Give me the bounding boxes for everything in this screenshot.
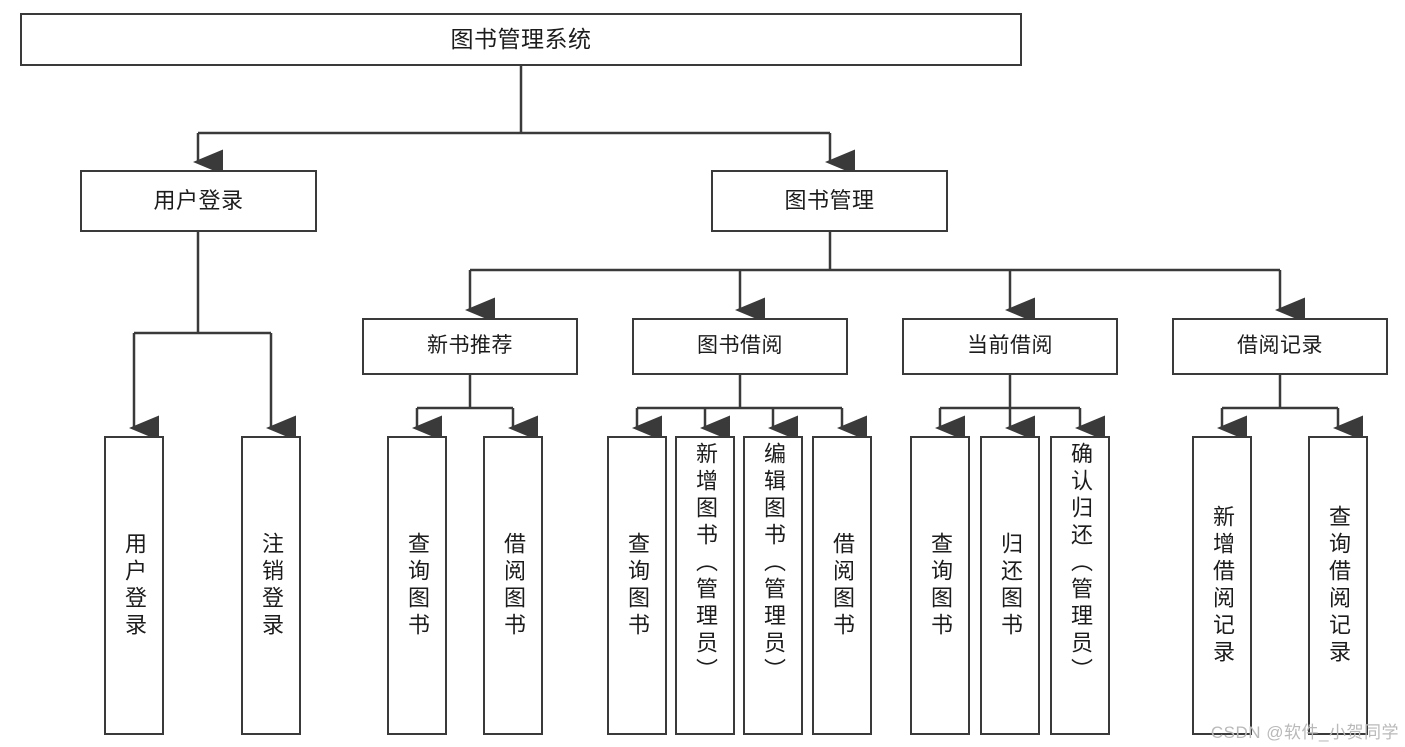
node-leaf-query-book-bb[interactable]: 查询图书 <box>607 436 667 735</box>
node-label: 借阅图书 <box>501 531 526 640</box>
node-leaf-edit-book-admin[interactable]: 编辑图书（管理员） <box>743 436 803 735</box>
node-label: 用户登录 <box>153 188 244 214</box>
node-label: 查询图书 <box>928 531 953 640</box>
node-label: 图书借阅 <box>697 334 783 358</box>
node-leaf-query-book-cb[interactable]: 查询图书 <box>910 436 970 735</box>
node-label: 新增借阅记录 <box>1210 504 1235 667</box>
node-label: 注销登录 <box>259 531 284 640</box>
node-leaf-confirm-return-admin[interactable]: 确认归还（管理员） <box>1050 436 1110 735</box>
node-label: 当前借阅 <box>967 334 1053 358</box>
node-book-management[interactable]: 图书管理 <box>711 170 948 232</box>
node-leaf-query-borrow-record[interactable]: 查询借阅记录 <box>1308 436 1368 735</box>
node-label: 查询图书 <box>405 531 430 640</box>
node-label: 图书管理系统 <box>450 25 592 52</box>
node-leaf-logout[interactable]: 注销登录 <box>241 436 301 735</box>
node-label: 新增图书（管理员） <box>693 442 718 685</box>
node-label: 新书推荐 <box>427 334 513 358</box>
node-leaf-add-book-admin[interactable]: 新增图书（管理员） <box>675 436 735 735</box>
node-label: 借阅图书 <box>830 531 855 640</box>
node-label: 用户登录 <box>122 531 147 640</box>
node-label: 确认归还（管理员） <box>1068 442 1093 685</box>
node-label: 查询图书 <box>625 531 650 640</box>
node-leaf-return-book[interactable]: 归还图书 <box>980 436 1040 735</box>
node-new-book-recommendation[interactable]: 新书推荐 <box>362 318 578 375</box>
node-current-borrowing[interactable]: 当前借阅 <box>902 318 1118 375</box>
node-leaf-borrow-book-bb[interactable]: 借阅图书 <box>812 436 872 735</box>
node-user-login[interactable]: 用户登录 <box>80 170 317 232</box>
node-leaf-user-login[interactable]: 用户登录 <box>104 436 164 735</box>
node-label: 编辑图书（管理员） <box>761 442 786 685</box>
node-borrowing-records[interactable]: 借阅记录 <box>1172 318 1388 375</box>
node-leaf-query-book-nb[interactable]: 查询图书 <box>387 436 447 735</box>
node-label: 查询借阅记录 <box>1326 504 1351 667</box>
node-leaf-add-borrow-record[interactable]: 新增借阅记录 <box>1192 436 1252 735</box>
node-label: 归还图书 <box>998 531 1023 640</box>
node-label: 借阅记录 <box>1237 334 1323 358</box>
node-book-borrowing[interactable]: 图书借阅 <box>632 318 848 375</box>
node-book-management-system[interactable]: 图书管理系统 <box>20 13 1022 66</box>
node-label: 图书管理 <box>784 188 875 214</box>
node-leaf-borrow-book-nb[interactable]: 借阅图书 <box>483 436 543 735</box>
